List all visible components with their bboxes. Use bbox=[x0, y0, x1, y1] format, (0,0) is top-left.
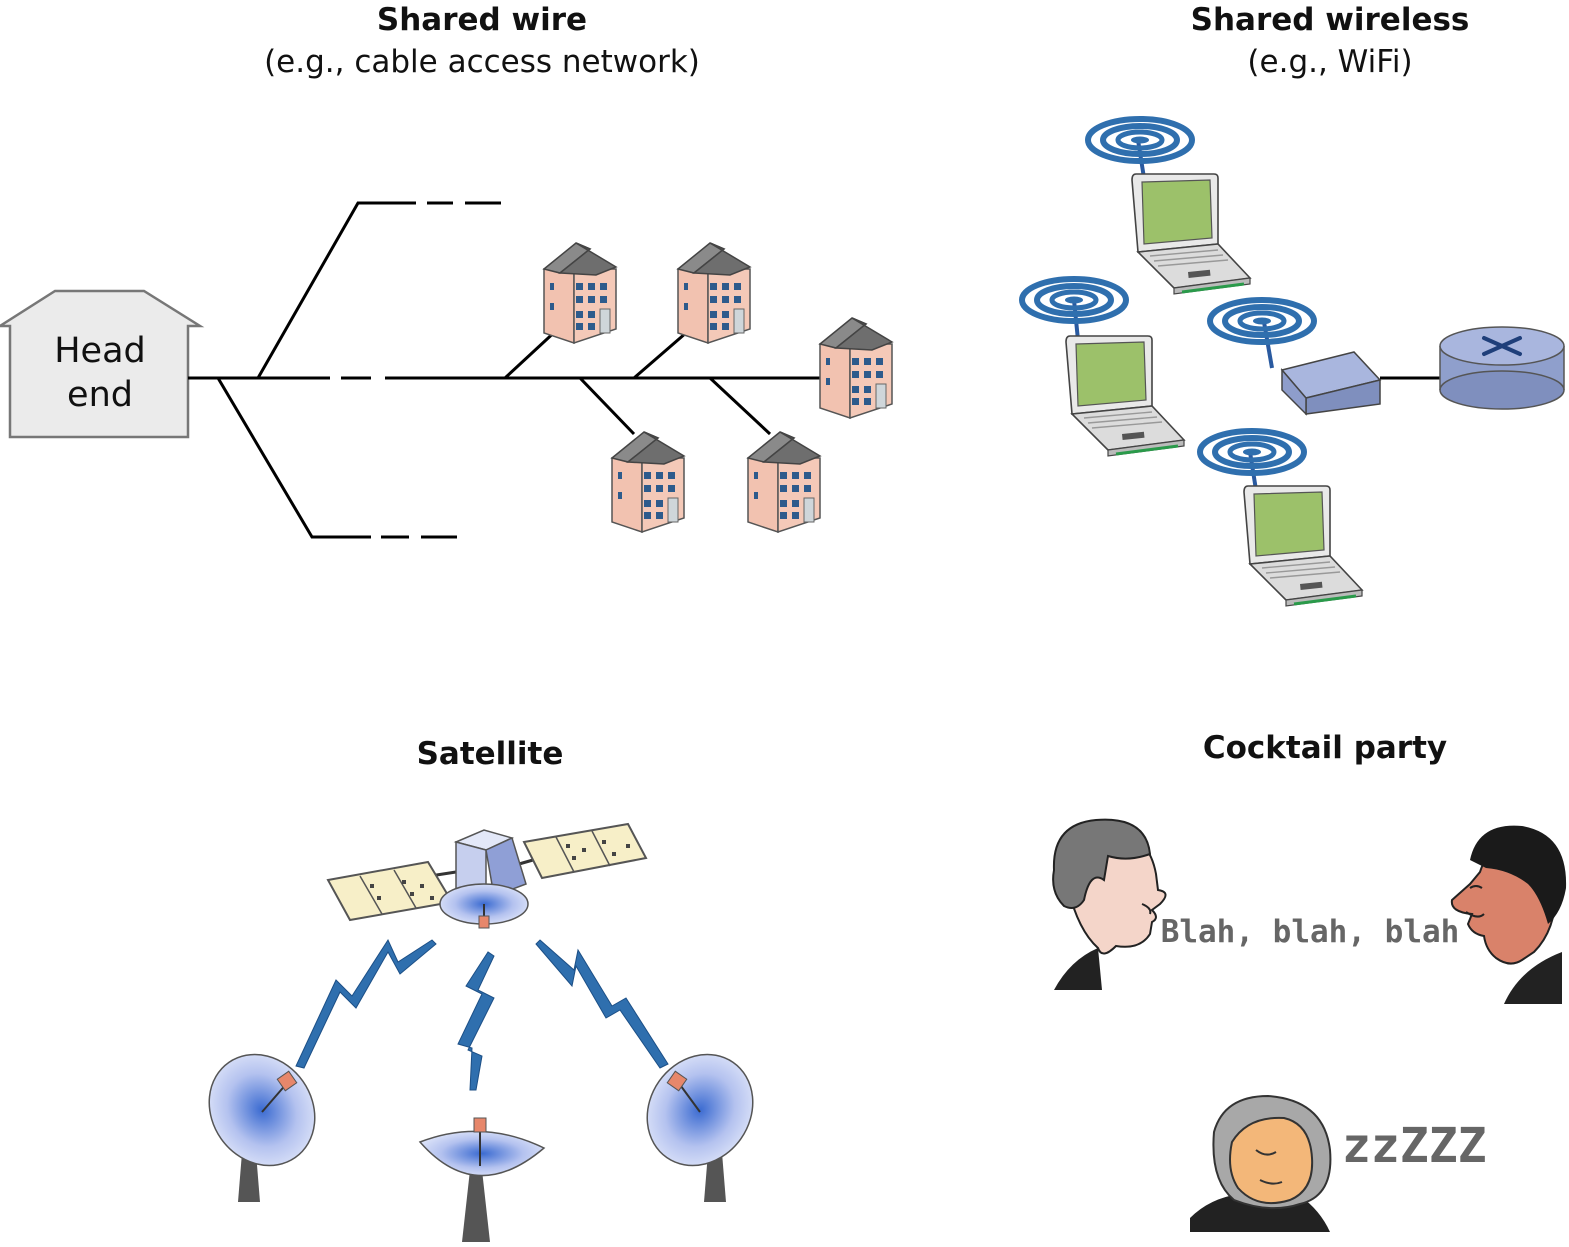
wifi-signal-icon bbox=[1022, 279, 1126, 321]
satellite-dish-icon bbox=[208, 1053, 316, 1202]
head-end-building: Head end bbox=[0, 289, 205, 439]
shared-wireless-title: Shared wireless bbox=[1190, 2, 1470, 38]
person-icon bbox=[1450, 825, 1567, 1004]
person-icon bbox=[1052, 818, 1167, 990]
satellite-dish-icon bbox=[646, 1053, 754, 1202]
house-icon bbox=[611, 431, 685, 533]
shared-wireless-heading: Shared wireless (e.g., WiFi) bbox=[1130, 0, 1530, 84]
head-end-label-line1: Head bbox=[54, 331, 146, 371]
wifi-signal-icon bbox=[1088, 119, 1192, 161]
satellite-icon bbox=[326, 822, 648, 929]
house-icon bbox=[747, 431, 821, 533]
house-icon bbox=[677, 242, 751, 344]
wifi-signal-icon bbox=[1210, 300, 1314, 342]
shared-wire-heading: Shared wire (e.g., cable access network) bbox=[232, 0, 732, 84]
head-end-label-line2: end bbox=[67, 375, 133, 415]
router-icon bbox=[1439, 326, 1565, 410]
shared-wire-title: Shared wire bbox=[376, 2, 588, 38]
laptop-icon bbox=[1064, 334, 1186, 458]
house-icon bbox=[543, 242, 617, 344]
house-icon bbox=[819, 317, 893, 419]
laptop-icon bbox=[1242, 484, 1364, 608]
satellite-heading: Satellite bbox=[370, 734, 610, 774]
access-point-icon bbox=[1262, 321, 1382, 416]
satellite-title: Satellite bbox=[416, 736, 564, 772]
person-icon bbox=[1190, 1094, 1332, 1232]
shared-wireless-subtitle: (e.g., WiFi) bbox=[1247, 44, 1413, 80]
talk-speech-text: Blah, blah, blah bbox=[1161, 914, 1460, 950]
shared-wireless-network bbox=[1022, 119, 1565, 608]
cable-lines bbox=[188, 201, 822, 539]
shared-wire-network: Head end bbox=[0, 201, 893, 539]
snore-speech-text: zzZZZ bbox=[1342, 1118, 1487, 1174]
laptop-icon bbox=[1130, 172, 1252, 296]
satellite-dish-icon bbox=[418, 1117, 546, 1242]
cocktail-party-scene: Blah, blah, blah zzZZZ bbox=[1052, 818, 1567, 1232]
satellite-network bbox=[208, 822, 754, 1242]
wifi-signal-icon bbox=[1200, 431, 1304, 473]
cocktail-party-title: Cocktail party bbox=[1202, 730, 1448, 766]
lightning-link-icon bbox=[295, 938, 669, 1091]
shared-wire-subtitle: (e.g., cable access network) bbox=[264, 44, 700, 80]
cocktail-party-heading: Cocktail party bbox=[1160, 728, 1490, 768]
